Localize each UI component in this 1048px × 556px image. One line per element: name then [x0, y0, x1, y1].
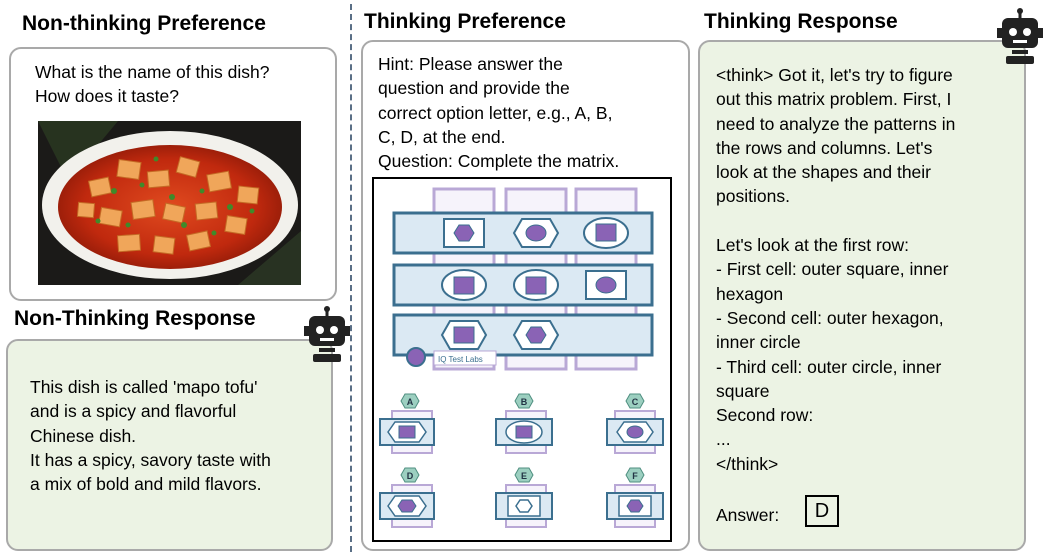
think-line: the rows and columns. Let's — [716, 137, 933, 158]
think-line: ... — [716, 429, 731, 450]
thinking-response-box — [698, 40, 1026, 551]
hint-line: Question: Complete the matrix. — [378, 151, 620, 172]
hint-line: Hint: Please answer the — [378, 54, 563, 74]
option-d: D — [379, 467, 435, 528]
option-f: F — [606, 467, 664, 528]
think-line: look at the shapes and their — [716, 162, 932, 183]
think-line: square — [716, 380, 770, 401]
column-divider — [350, 4, 352, 552]
hint-question-text: Hint: Please answer the question and pro… — [378, 52, 619, 173]
nonthinking-response-box — [6, 339, 333, 551]
response-line: and is a spicy and flavorful — [30, 401, 237, 422]
matrix-puzzle: IQ Test Labs A B C — [372, 177, 672, 542]
think-line: <think> Got it, let's try to figure — [716, 65, 953, 85]
think-line: - Second cell: outer hexagon, — [716, 307, 944, 328]
option-letter: F — [632, 471, 638, 481]
robot-icon — [304, 306, 350, 362]
think-line: positions. — [716, 186, 790, 207]
option-letter: D — [407, 471, 414, 481]
think-line: out this matrix problem. First, I — [716, 89, 952, 110]
option-b: B — [495, 393, 553, 454]
think-line: </think> — [716, 453, 779, 474]
option-letter: A — [407, 397, 414, 407]
think-line: - First cell: outer square, inner — [716, 259, 949, 280]
matrix-figure: IQ Test Labs A B C — [379, 187, 664, 528]
nonthinking-response-heading: Non-Thinking Response — [14, 307, 256, 330]
think-line: Second row: — [716, 405, 814, 426]
response-line: Chinese dish. — [30, 425, 137, 446]
iq-logo-icon — [406, 347, 426, 367]
response-line: It has a spicy, savory taste with — [30, 449, 271, 470]
answer-label: Answer: — [716, 505, 780, 525]
option-letter: C — [632, 397, 639, 407]
dish-question: What is the name of this dish? How does … — [35, 60, 269, 109]
think-line: Let's look at the first row: — [716, 235, 910, 256]
option-c: C — [606, 393, 664, 454]
option-letter: B — [521, 397, 528, 407]
think-line: inner circle — [716, 332, 801, 353]
question-line: What is the name of this dish? — [35, 62, 270, 82]
answer-value-box: D — [805, 495, 839, 527]
thinking-preference-heading: Thinking Preference — [364, 10, 566, 33]
think-line — [716, 209, 955, 233]
thinking-response-text: <think> Got it, let's try to figure out … — [716, 63, 955, 476]
watermark-text: IQ Test Labs — [438, 355, 483, 364]
think-line: hexagon — [716, 283, 784, 304]
nonthinking-preference-heading: Non-thinking Preference — [22, 12, 266, 35]
nonthinking-response-text: This dish is called 'mapo tofu' and is a… — [30, 375, 271, 496]
mapo-tofu-image — [38, 121, 301, 285]
robot-icon — [997, 8, 1043, 64]
option-letter: E — [521, 471, 527, 481]
response-line: a mix of bold and mild flavors. — [30, 474, 262, 495]
thinking-response-heading: Thinking Response — [704, 10, 898, 33]
option-e: E — [495, 467, 553, 528]
option-a: A — [379, 393, 435, 454]
hint-line: question and provide the — [378, 78, 570, 99]
hint-line: C, D, at the end. — [378, 126, 506, 147]
question-line: How does it taste? — [35, 86, 179, 107]
think-line: - Third cell: outer circle, inner — [716, 356, 942, 377]
response-line: This dish is called 'mapo tofu' — [30, 377, 258, 397]
think-line: need to analyze the patterns in — [716, 113, 956, 134]
hint-line: correct option letter, e.g., A, B, — [378, 102, 613, 123]
